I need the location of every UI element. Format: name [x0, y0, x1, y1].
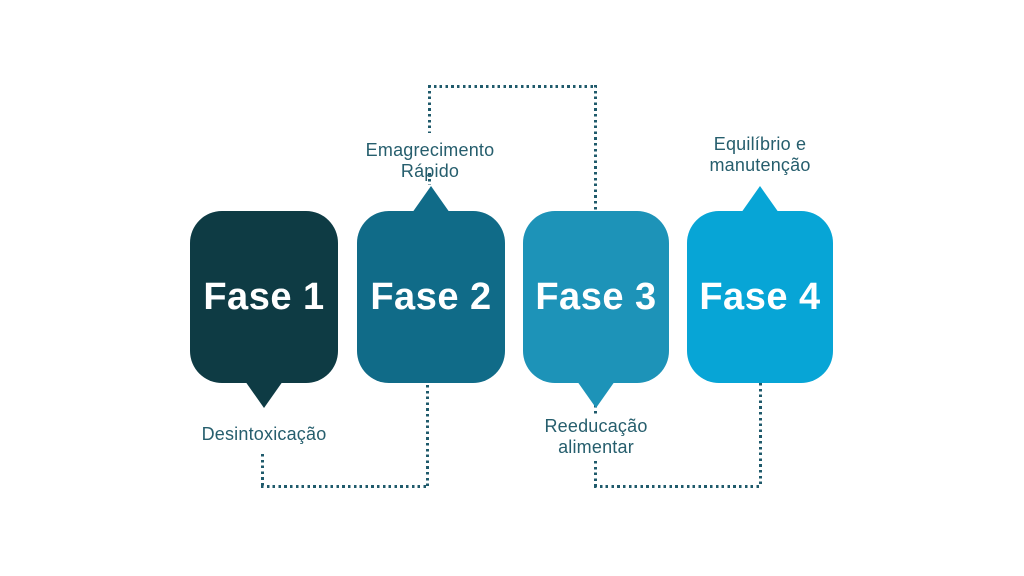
pointer-up-icon	[741, 186, 779, 213]
connector-stub-fase2	[428, 173, 431, 185]
connector-top-left-vertical	[428, 85, 431, 133]
connector-bottomleft-right-vertical	[426, 385, 429, 487]
pointer-down-icon	[245, 381, 283, 408]
phase-label-fase-4: Fase 4	[699, 275, 821, 318]
phase-box-fase-3: Fase 3	[523, 211, 669, 408]
connector-bottomright-left-vertical	[594, 461, 597, 487]
annotation-emagrecimento-rapido: Emagrecimento Rápido	[340, 140, 520, 182]
annotation-line: Emagrecimento	[365, 140, 495, 160]
phase-label-fase-1: Fase 1	[203, 275, 325, 318]
pointer-up-icon	[412, 186, 450, 213]
connector-top-horizontal	[428, 85, 597, 88]
annotation-equilibrio-manutencao: Equilíbrio e manutenção	[670, 134, 850, 176]
annotation-reeducacao-alimentar: Reeducação alimentar	[506, 416, 686, 458]
phase-label-fase-3: Fase 3	[535, 275, 657, 318]
annotation-line: Equilíbrio e	[713, 134, 807, 154]
annotation-line: Desintoxicação	[201, 424, 327, 444]
annotation-line: Rápido	[400, 161, 460, 181]
annotation-line: manutenção	[709, 155, 811, 175]
phase-box-fase-1: Fase 1	[190, 211, 338, 408]
annotation-line: Reeducação	[544, 416, 648, 436]
phase-box-fase-4: Fase 4	[687, 186, 833, 383]
connector-top-right-vertical	[594, 85, 597, 213]
annotation-line: alimentar	[558, 437, 634, 457]
phase-label-fase-2: Fase 2	[370, 275, 492, 318]
connector-bottomleft-horizontal	[261, 485, 429, 488]
annotation-desintoxicacao: Desintoxicação	[179, 424, 349, 445]
connector-bottomright-horizontal	[594, 485, 762, 488]
connector-bottomright-right-vertical	[759, 383, 762, 487]
phase-box-fase-2: Fase 2	[357, 186, 505, 383]
connector-stub-fase3	[594, 405, 597, 415]
pointer-down-icon	[577, 381, 615, 408]
connector-bottomleft-left-vertical	[261, 454, 264, 487]
